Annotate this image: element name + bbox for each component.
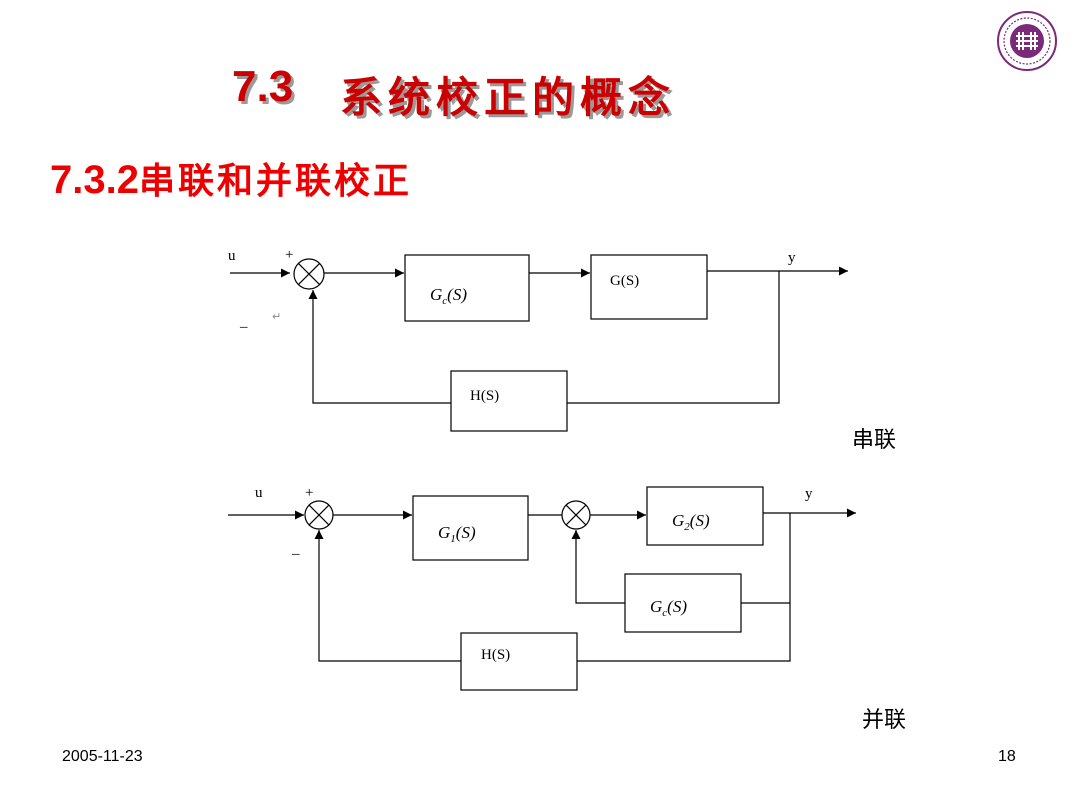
parallel-plus-sign: + [305,485,313,501]
parallel-minus-sign: – [291,546,300,562]
series-summing-junction [293,258,325,290]
parallel-inner-feedback-left [571,530,625,604]
parallel-outer-feedback-right [577,603,791,662]
series-plant-label: G(S) [610,273,639,289]
series-output-label: y [788,250,796,266]
paragraph-mark: ↵ [272,310,281,323]
series-feedback-block [450,370,568,432]
subtitle-number: 7.3.2 [50,158,139,202]
parallel-correction-diagram: u + – G1(S) G2(S) y Gc(S) [228,485,906,733]
parallel-outer-feedback-left [314,530,461,662]
series-plus-sign: + [285,247,293,263]
page-number: 18 [998,748,1016,765]
series-minus-sign: – [239,319,248,335]
parallel-block-2 [646,486,764,546]
parallel-summing-junction-1 [304,500,334,530]
series-feedback-line-left [308,290,451,404]
series-controller-label: Gc(S) [430,285,467,307]
subtitle-text: 串联和并联校正 [138,161,412,202]
parallel-block-2-label: G2(S) [672,511,710,533]
series-plant-block [590,254,708,320]
slide-title-number: 7.3 [232,62,294,111]
series-feedback-label: H(S) [470,388,499,404]
parallel-block-1-label: G1(S) [438,523,476,545]
series-input-label: u [228,248,236,264]
parallel-input-label: u [255,485,263,501]
series-correction-diagram: u + – ↵ Gc(S) G(S) y H(S) 串联 [228,247,896,453]
footer-date: 2005-11-23 [62,748,143,765]
parallel-summing-junction-2 [561,500,591,530]
parallel-compensator-label: Gc(S) [650,597,687,619]
parallel-output-label: y [805,486,813,502]
parallel-feedback-label: H(S) [481,647,510,663]
parallel-compensator-block [624,573,742,633]
section-subtitle: 7.3.2串联和并联校正 [50,152,412,204]
parallel-caption: 并联 [862,708,906,733]
university-logo-icon [997,11,1057,71]
parallel-feedback-block [460,632,578,691]
slide-title-text: 系统校正的概念 [340,73,677,122]
series-caption: 串联 [852,428,896,453]
series-feedback-line-right [567,271,780,404]
series-controller-block [404,254,530,322]
parallel-block-1 [412,495,529,561]
